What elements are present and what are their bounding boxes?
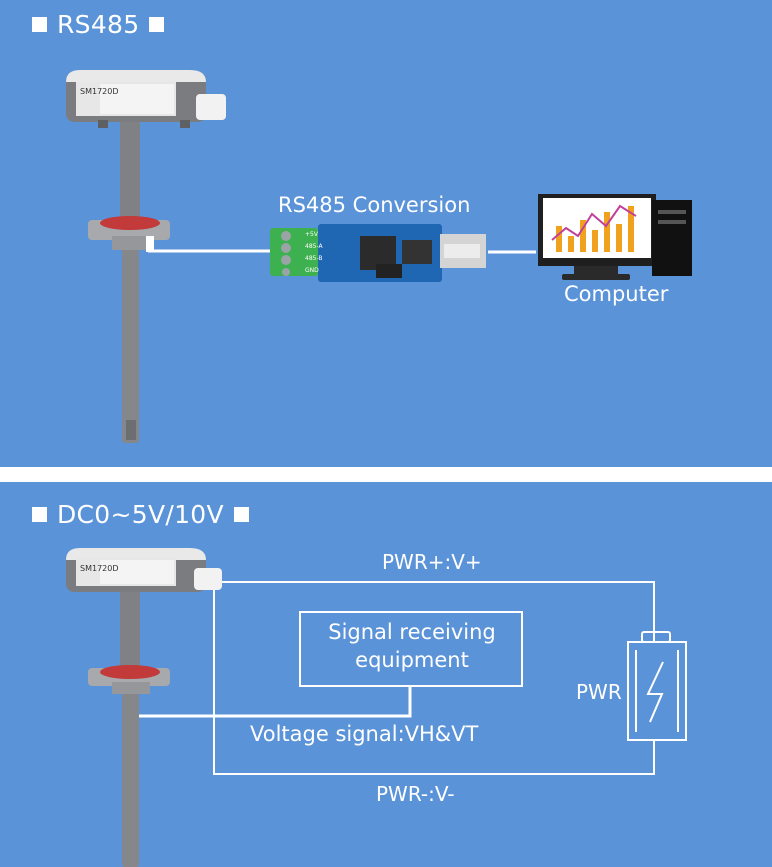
- sensor-nameplate: SM1720D: [80, 87, 119, 96]
- sensor-icon: [66, 70, 226, 443]
- bullet-square-icon: [32, 507, 47, 522]
- receiver-label-line2: equipment: [355, 648, 469, 672]
- voltage-signal-line: [130, 686, 412, 718]
- bullet-square-icon: [149, 17, 165, 32]
- rs485-heading: RS485: [32, 10, 165, 39]
- power-wiring-loop: [213, 581, 655, 775]
- analog-panel: DC0~5V/10V PWR+: [0, 482, 772, 867]
- analog-heading-text: DC0~5V/10V: [57, 500, 224, 529]
- analog-heading: DC0~5V/10V: [32, 500, 249, 529]
- receiver-label-line1: Signal receiving: [328, 620, 496, 644]
- rs485-heading-text: RS485: [57, 10, 140, 39]
- sensor-icon: [66, 548, 222, 867]
- voltage-signal-label: Voltage signal:VH&VT: [250, 722, 479, 746]
- terminal-label: 485-A: [305, 243, 323, 250]
- pwr-plus-label: PWR+:V+: [382, 550, 482, 574]
- bullet-square-icon: [233, 507, 249, 522]
- pwr-minus-label: PWR-:V-: [376, 782, 455, 806]
- computer-label: Computer: [564, 282, 669, 306]
- sensor-nameplate: SM1720D: [80, 564, 119, 573]
- battery-icon: [627, 631, 687, 741]
- bullet-square-icon: [32, 17, 47, 32]
- terminal-label: 485-B: [305, 255, 323, 262]
- analog-wiring-diagram: [66, 548, 687, 867]
- terminal-label: GND: [305, 267, 319, 274]
- computer-icon: [538, 194, 692, 280]
- rs485-diagram: [66, 70, 692, 443]
- converter-label: RS485 Conversion: [278, 193, 471, 217]
- terminal-label: +5V: [305, 231, 318, 238]
- rs485-converter-icon: [270, 224, 486, 282]
- rs485-panel: RS485: [0, 0, 772, 467]
- power-label: PWR: [576, 680, 622, 704]
